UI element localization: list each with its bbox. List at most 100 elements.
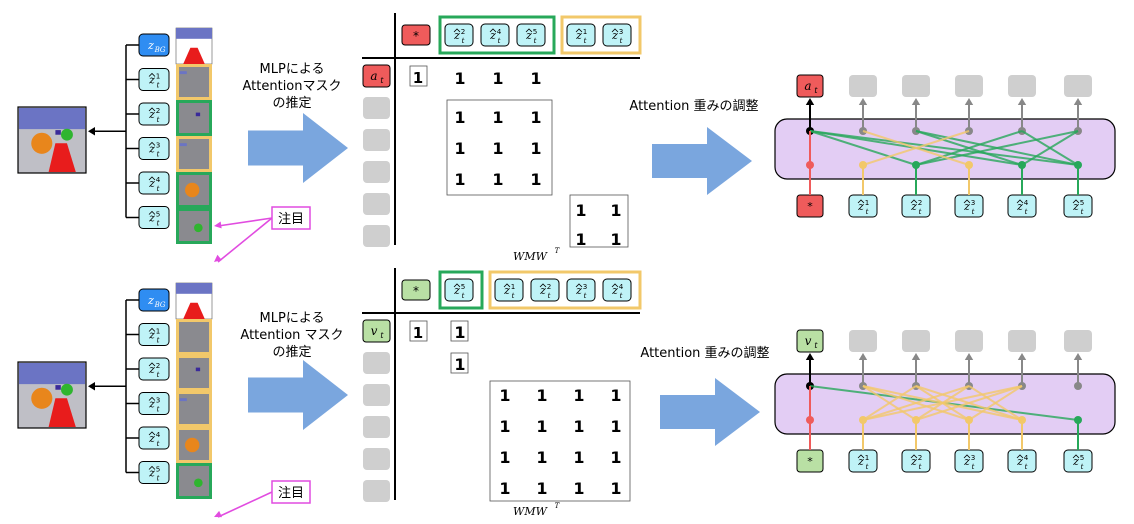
mask-value-yellow: 1 [536,417,547,436]
z-symbol: z [1016,200,1023,213]
slot-box [138,323,170,346]
arrow-head [964,98,974,105]
mask-value-green: 1 [530,139,541,158]
header-star: * [413,29,419,43]
focus-text: 注目 [278,212,304,227]
z-superscript: 4 [156,175,161,184]
slot-cube [195,112,201,117]
z-symbol: z [148,467,155,480]
hat-mark [1016,454,1024,459]
caption-text: WMW [513,250,549,263]
attention-edge [915,130,1079,166]
mlp-line: Attention マスク [240,328,343,343]
slot-box [138,426,170,450]
z-symbol: z [489,29,496,42]
slot-tile [176,319,212,355]
z-symbol: z [148,212,155,225]
output-placeholder [849,75,877,97]
scene-green-ball [61,383,73,396]
bg-tile-object [183,47,205,64]
input-star-0: * [796,194,824,218]
row-placeholder [363,97,390,119]
slot-box [480,23,510,47]
slot-box [138,357,170,381]
bg-box [138,288,170,312]
hat-mark [148,431,156,436]
arrow-head [964,353,974,360]
mask-value-yellow: 1 [610,448,621,467]
slot-tile [176,355,212,391]
z-symbol: z [539,284,546,297]
z-superscript: 1 [865,453,870,462]
query-subscript: t [380,76,384,85]
arrow-head [805,353,815,360]
focus-arrow-head [214,254,222,262]
z-superscript: 4 [497,27,502,36]
header-group-green [438,15,556,55]
z-subscript: t [157,184,160,193]
z-superscript: 1 [156,72,161,81]
z-symbol: z [148,74,155,87]
header-star-box [401,279,431,301]
output-placeholder [1064,75,1092,97]
z-subscript: t [157,370,160,379]
mask-value-yellow: 1 [536,448,547,467]
z-superscript: 2 [918,198,923,207]
z-symbol: z [1072,200,1079,213]
z-subscript: t [157,336,160,345]
slot-cube [195,367,201,372]
scene-red-object [48,398,76,427]
row-placeholder [363,129,390,151]
z-subscript: t [972,207,975,216]
focus-arrow-line [217,217,273,227]
adjust-caption-top: Attention 重みの調整 [629,98,758,114]
row-placeholder [363,384,390,406]
slot-tile [176,64,212,100]
focus-text: 注目 [278,486,304,501]
mask-value-green: 1 [454,355,465,374]
arrow-head [1073,353,1083,360]
z-subscript: t [157,439,160,448]
output-subscript: t [814,86,818,95]
output-placeholder [1008,330,1036,352]
hat-mark [453,283,461,288]
hat-mark [148,176,156,181]
arrow-to-matrix-bottom [248,360,348,430]
slot-tile [176,391,212,427]
attention-edge [968,385,1023,421]
slot-box [444,278,474,302]
bg-box [138,33,170,57]
slot-orange-ball [185,437,200,453]
mask-value-green: 1 [492,170,503,189]
hat-mark [148,141,156,146]
z-superscript: 3 [156,396,161,405]
mask-cell-box [450,320,469,342]
header-group-yellow [560,15,642,55]
z-subscript: t [866,462,869,471]
hat-mark [539,283,547,288]
z-superscript: 3 [971,453,976,462]
z-superscript: 2 [156,106,161,115]
attention-edge [862,385,970,421]
z-subscript: t [462,36,465,45]
hat-mark [963,454,971,459]
caption-text: WMW [513,505,549,518]
slot-tile [176,100,212,136]
bg-tile-sky [176,283,212,294]
